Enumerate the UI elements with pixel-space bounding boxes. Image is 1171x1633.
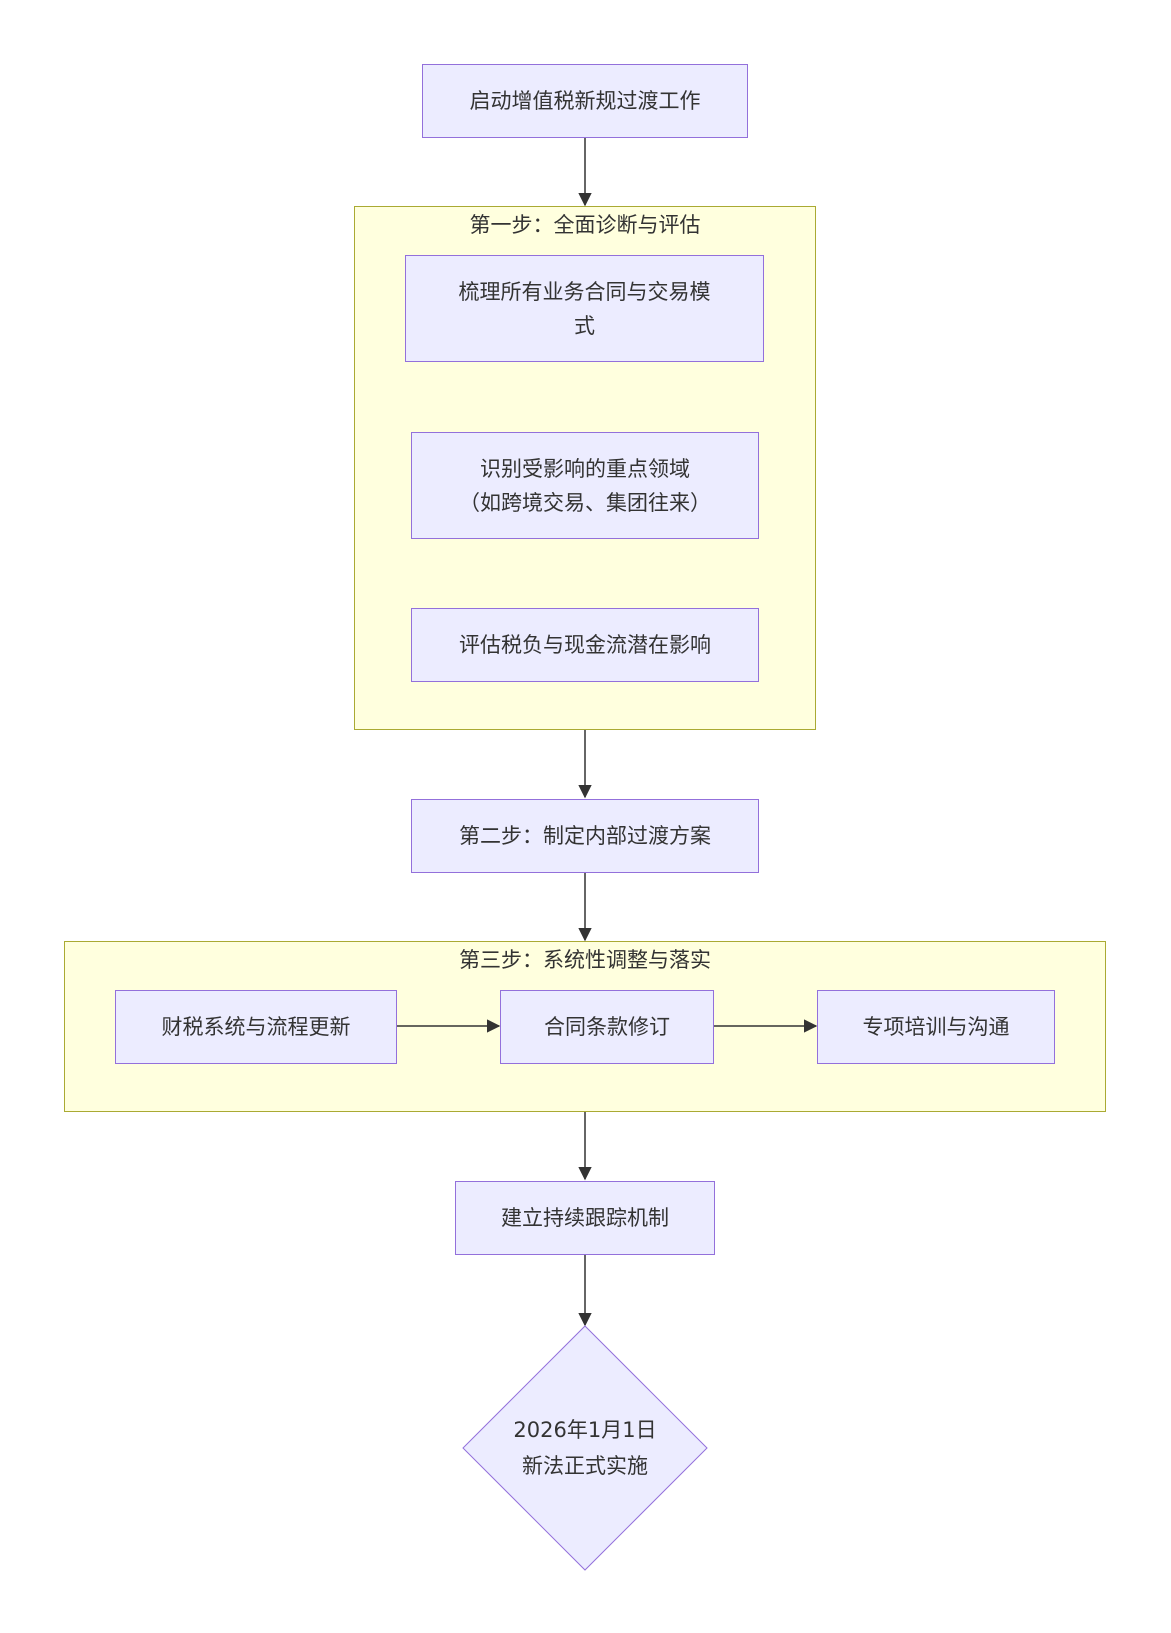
final-line2: 新法正式实施 (522, 1454, 648, 1478)
step3-item1-label: 财税系统与流程更新 (161, 1015, 351, 1039)
step3-item3-label: 专项培训与沟通 (862, 1015, 1010, 1039)
final-node: 2026年1月1日 新法正式实施 (485, 1412, 685, 1484)
step2-node: 第二步：制定内部过渡方案 (411, 799, 759, 873)
step2-label: 第二步：制定内部过渡方案 (459, 824, 711, 848)
tracking-node: 建立持续跟踪机制 (455, 1181, 715, 1255)
step1-item2-line1: 识别受影响的重点领域 (480, 456, 690, 481)
step1-item2-node: 识别受影响的重点领域 （如跨境交易、集团往来） (411, 432, 759, 539)
step1-item3-node: 评估税负与现金流潜在影响 (411, 608, 759, 682)
step3-title: 第三步：系统性调整与落实 (459, 948, 711, 972)
final-diamond-shape (462, 1325, 708, 1571)
final-line1: 2026年1月1日 (513, 1418, 657, 1442)
step1-item3-label: 评估税负与现金流潜在影响 (459, 633, 711, 657)
step1-item1-node: 梳理所有业务合同与交易模 式 (405, 255, 764, 362)
step1-item2-line2: （如跨境交易、集团往来） (459, 490, 711, 515)
step3-item2-node: 合同条款修订 (500, 990, 714, 1064)
step3-item3-node: 专项培训与沟通 (817, 990, 1055, 1064)
step1-item1-line1: 梳理所有业务合同与交易模 (458, 279, 711, 304)
step3-item2-label: 合同条款修订 (544, 1015, 670, 1039)
start-node: 启动增值税新规过渡工作 (422, 64, 748, 138)
step1-title: 第一步：全面诊断与评估 (469, 213, 701, 237)
tracking-label: 建立持续跟踪机制 (501, 1206, 669, 1230)
step1-item1-line2: 式 (574, 313, 595, 338)
start-node-label: 启动增值税新规过渡工作 (469, 89, 701, 113)
step3-item1-node: 财税系统与流程更新 (115, 990, 397, 1064)
